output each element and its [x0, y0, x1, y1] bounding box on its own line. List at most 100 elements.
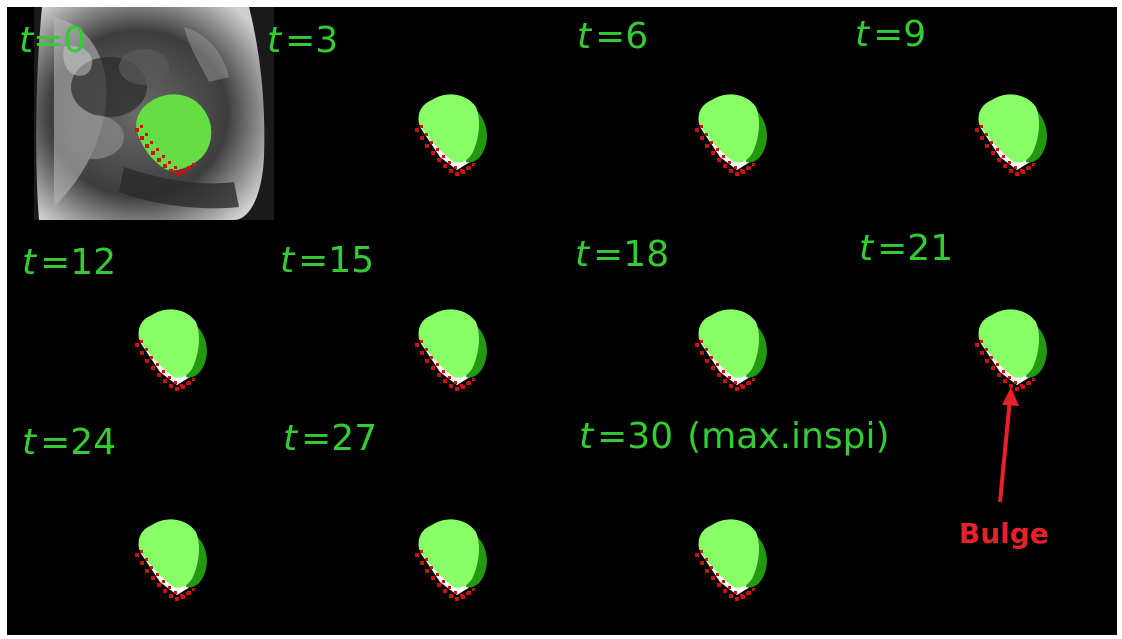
contour-dot: [980, 125, 983, 128]
contour-dot: [436, 573, 439, 576]
contour-dot: [975, 128, 979, 132]
contour-dot: [420, 125, 423, 128]
contour-dot: [415, 128, 419, 132]
organ-light-part: [136, 94, 212, 171]
organ-light-part: [698, 94, 759, 163]
contour-dot: [1003, 164, 1007, 168]
contour-dot: [729, 169, 733, 173]
contour-dot: [150, 356, 153, 359]
contour-dot: [711, 366, 715, 370]
contour-dot: [455, 597, 459, 601]
contour-dot: [1009, 384, 1013, 388]
contour-dot: [695, 553, 699, 557]
contour-dot: [752, 163, 755, 166]
contour-dot: [425, 558, 428, 561]
contour-dot: [145, 359, 149, 363]
organ-segmentation: [415, 519, 487, 601]
contour-dot: [716, 363, 719, 366]
contour-dot: [1032, 378, 1035, 381]
frame-label: t=24: [22, 422, 117, 463]
contour-dot: [443, 589, 447, 593]
contour-dot: [985, 359, 989, 363]
contour-dot: [192, 588, 195, 591]
contour-dot: [436, 148, 439, 151]
contour-dot: [157, 158, 161, 162]
contour-dot: [430, 141, 433, 144]
organ-segmentation: [975, 309, 1047, 391]
organ-light-part: [138, 309, 199, 378]
organ-light-part: [698, 519, 759, 588]
contour-dot: [980, 136, 984, 140]
contour-dot: [140, 125, 143, 128]
frame-panel: t=0: [7, 7, 282, 217]
frame-panel: t=18: [575, 227, 850, 437]
contour-dot: [1002, 155, 1005, 158]
contour-dot: [990, 141, 993, 144]
contour-dot: [140, 550, 143, 553]
contour-dot: [437, 583, 441, 587]
contour-dot: [135, 553, 139, 557]
contour-dot: [716, 573, 719, 576]
contour-dot: [430, 566, 433, 569]
contour-dot: [163, 379, 167, 383]
contour-dot: [151, 366, 155, 370]
contour-dot: [442, 370, 445, 373]
organ-light-part: [978, 309, 1039, 378]
frame-label: t=27: [283, 418, 378, 459]
contour-dot: [415, 343, 419, 347]
contour-dot: [174, 591, 177, 594]
contour-dot: [455, 172, 459, 176]
contour-dot: [747, 166, 751, 170]
frame-panel: t=15: [280, 227, 555, 437]
contour-dot: [442, 580, 445, 583]
contour-dot: [156, 363, 159, 366]
contour-dot: [175, 172, 179, 176]
contour-dot: [741, 170, 745, 174]
contour-dot: [711, 151, 715, 155]
contour-dot: [700, 125, 703, 128]
contour-dot: [1021, 170, 1025, 174]
contour-dot: [454, 591, 457, 594]
contour-dot: [467, 381, 471, 385]
frame-label: t=30(max.inspi): [579, 416, 890, 457]
figure-canvas: t=0 t=3 t=6 t=9 t=12 t=15 t=18 t=21: [7, 7, 1117, 635]
frame-label: t=12: [22, 242, 117, 283]
contour-dot: [461, 170, 465, 174]
contour-dot: [420, 351, 424, 355]
organ-segmentation: [975, 94, 1047, 176]
contour-dot: [431, 366, 435, 370]
contour-dot: [722, 580, 725, 583]
contour-dot: [181, 385, 185, 389]
contour-dot: [735, 597, 739, 601]
frame-panel: t=21: [859, 227, 1117, 437]
contour-dot: [705, 558, 708, 561]
contour-dot: [150, 566, 153, 569]
contour-dot: [980, 351, 984, 355]
contour-dot: [705, 569, 709, 573]
contour-dot: [1032, 163, 1035, 166]
organ-light-part: [138, 519, 199, 588]
frame-panel: t=3: [267, 7, 542, 217]
contour-dot: [1027, 166, 1031, 170]
contour-dot: [1003, 379, 1007, 383]
contour-dot: [723, 589, 727, 593]
contour-dot: [472, 378, 475, 381]
contour-dot: [420, 561, 424, 565]
contour-dot: [162, 155, 165, 158]
contour-dot: [985, 348, 988, 351]
contour-dot: [175, 597, 179, 601]
contour-dot: [420, 340, 423, 343]
contour-dot: [700, 136, 704, 140]
frame-panel: t=9: [855, 7, 1117, 217]
contour-dot: [747, 591, 751, 595]
contour-dot: [140, 340, 143, 343]
contour-dot: [700, 561, 704, 565]
contour-dot: [145, 558, 148, 561]
frame-panel: t=27: [283, 417, 558, 627]
contour-dot: [752, 588, 755, 591]
frame-label: t=0: [19, 20, 87, 61]
contour-dot: [449, 169, 453, 173]
contour-dot: [1008, 376, 1011, 379]
contour-dot: [420, 136, 424, 140]
organ-segmentation: [695, 94, 767, 176]
